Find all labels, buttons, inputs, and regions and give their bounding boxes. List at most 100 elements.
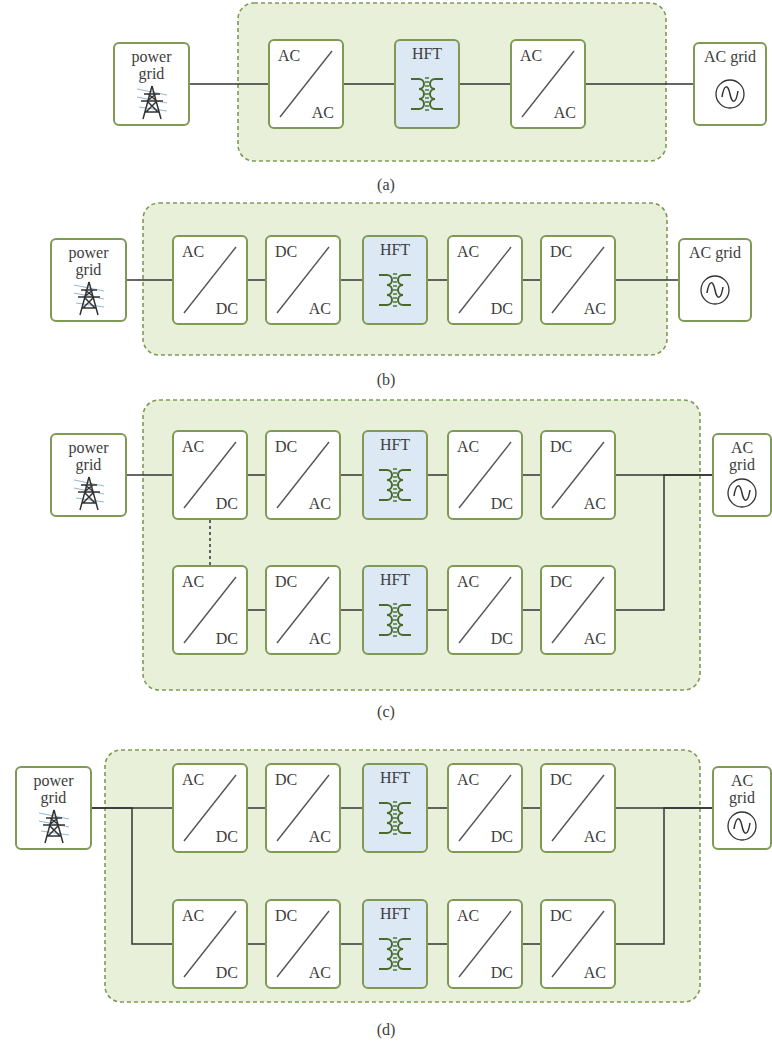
- output-type: DC: [491, 495, 513, 512]
- converter-box: DCAC: [540, 565, 616, 655]
- subfigure-label: (b): [377, 371, 396, 389]
- transformer-icon: [375, 466, 415, 504]
- connection-line: [428, 807, 447, 809]
- input-type: AC: [457, 243, 479, 260]
- connection-line: [523, 807, 540, 809]
- input-type: DC: [550, 438, 572, 455]
- converter-box: ACDC: [172, 763, 248, 853]
- output-type: AC: [309, 828, 331, 845]
- transformer-box: HFT: [362, 899, 428, 989]
- sine-wave: [734, 819, 750, 833]
- input-type: DC: [550, 907, 572, 924]
- power-lines: [74, 285, 104, 307]
- dashed-region: [143, 203, 667, 355]
- diagonal-line: [184, 442, 236, 508]
- connection-line: [248, 807, 265, 809]
- box-label: AC grid: [717, 439, 767, 474]
- diagonal-line: [552, 577, 604, 643]
- input-type: AC: [457, 907, 479, 924]
- subfigure-label: (c): [377, 703, 395, 721]
- connection-line: [248, 609, 265, 611]
- pylon-icon: [39, 809, 69, 843]
- output-type: DC: [216, 495, 238, 512]
- transformer-box: HFT: [362, 235, 428, 325]
- box-label: AC grid: [704, 48, 756, 65]
- transformer-core: [394, 937, 396, 971]
- output-type: AC: [309, 630, 331, 647]
- box-label: HFT: [380, 769, 410, 786]
- converter-box: DC AC: [265, 430, 341, 520]
- converter-box: ACDC: [172, 565, 248, 655]
- converter-box: DCAC: [540, 430, 616, 520]
- ac-source-icon: [714, 78, 746, 110]
- diagonal-line: [459, 911, 511, 977]
- transformer-box: HFT: [362, 763, 428, 853]
- connection-line: [190, 83, 268, 85]
- converter-box: ACAC: [510, 39, 586, 129]
- converter-box: ACAC: [268, 39, 344, 129]
- diagonal-line: [459, 577, 511, 643]
- power-lines: [39, 813, 69, 835]
- input-type: AC: [182, 907, 204, 924]
- output-type: AC: [584, 828, 606, 845]
- connection-line: [341, 474, 362, 476]
- converter-box: DC AC: [265, 565, 341, 655]
- box-label: power grid: [61, 439, 115, 474]
- diagonal-line: [552, 775, 604, 841]
- diagonal-line: [277, 775, 329, 841]
- source-circle: [716, 80, 744, 108]
- input-type: DC: [550, 573, 572, 590]
- power-grid-box: power grid: [113, 42, 190, 126]
- connection-line: [523, 279, 540, 281]
- connection-line: [616, 475, 712, 610]
- transformer-core: [394, 801, 396, 835]
- input-type: DC: [275, 573, 297, 590]
- input-type: DC: [275, 438, 297, 455]
- diagonal-line: [459, 247, 511, 313]
- transformer-core: [394, 273, 396, 307]
- ac-source-icon: [726, 810, 758, 842]
- connection-line: [616, 279, 678, 281]
- connection-line: [428, 474, 447, 476]
- transformer-box: HFT: [394, 39, 460, 129]
- output-type: AC: [312, 104, 334, 121]
- transformer-icon: [407, 75, 447, 113]
- converter-box: ACDC: [447, 899, 523, 989]
- connection-line: [523, 474, 540, 476]
- converter-box: DCAC: [265, 763, 341, 853]
- transformer-coils: [379, 275, 411, 305]
- connection-line: [341, 807, 362, 809]
- transformer-box: HFT: [362, 565, 428, 655]
- box-label: HFT: [380, 571, 410, 588]
- connection-line: [428, 609, 447, 611]
- transformer-coils: [379, 605, 411, 635]
- box-label: HFT: [412, 45, 442, 62]
- input-type: AC: [182, 243, 204, 260]
- output-type: AC: [584, 300, 606, 317]
- dashed-region: [238, 3, 666, 161]
- transformer-core: [394, 468, 396, 502]
- output-type: AC: [554, 104, 576, 121]
- connection-line: [341, 943, 362, 945]
- connection-line: [428, 279, 447, 281]
- input-type: DC: [275, 243, 297, 260]
- connection-line: [209, 520, 211, 565]
- transformer-icon: [375, 271, 415, 309]
- connection-line: [248, 279, 265, 281]
- output-type: AC: [309, 495, 331, 512]
- pylon-icon: [137, 85, 167, 119]
- input-type: AC: [182, 438, 204, 455]
- input-type: AC: [182, 771, 204, 788]
- transformer-box: HFT: [362, 430, 428, 520]
- connection-line: [616, 808, 712, 944]
- input-type: DC: [550, 243, 572, 260]
- ac-source-icon: [726, 477, 758, 509]
- transformer-icon: [375, 799, 415, 837]
- converter-box: ACDC: [447, 430, 523, 520]
- box-label: HFT: [380, 241, 410, 258]
- pylon: [141, 86, 163, 119]
- pylon: [78, 477, 100, 510]
- pylon-icon: [74, 476, 104, 510]
